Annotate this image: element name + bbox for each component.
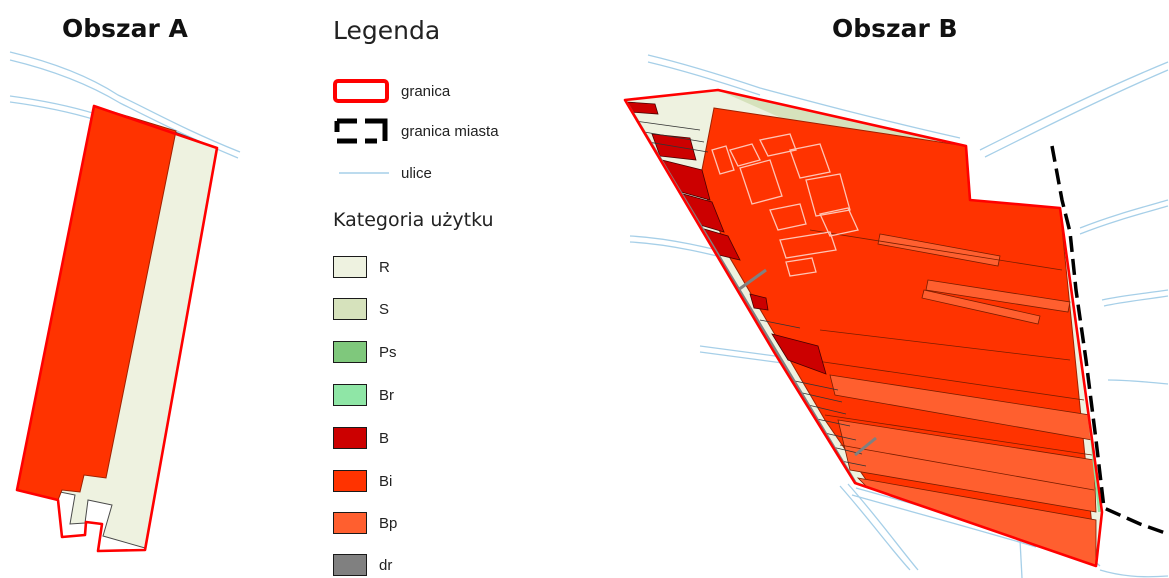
legend-label-ps: Ps: [379, 343, 397, 361]
street-line-icon: [333, 158, 389, 188]
legend-category-s: S: [333, 298, 389, 320]
area-b-map: [623, 54, 1169, 578]
swatch-bp: [333, 512, 367, 534]
map-legend: Legenda granica granica miasta ulice Kat…: [333, 16, 563, 576]
area-a-title: Obszar A: [62, 14, 188, 43]
legend-category-b: B: [333, 427, 389, 449]
legend-label-r: R: [379, 258, 390, 276]
legend-category-br: Br: [333, 384, 394, 406]
area-b-title: Obszar B: [832, 14, 958, 43]
legend-category-ps: Ps: [333, 341, 397, 363]
swatch-r: [333, 256, 367, 278]
legend-label-city-boundary: granica miasta: [401, 122, 499, 140]
parcels-bp: [829, 233, 1097, 566]
city-boundary-symbol-icon: [333, 116, 389, 146]
legend-category-title: Kategoria użytku: [333, 209, 494, 231]
building-outlines: [711, 133, 859, 277]
swatch-b: [333, 427, 367, 449]
parcel-lines-b: [809, 229, 1095, 491]
legend-symbol-streets: ulice: [333, 158, 432, 188]
legend-category-bp: Bp: [333, 512, 397, 534]
legend-category-r: R: [333, 256, 390, 278]
legend-category-dr: dr: [333, 554, 392, 576]
legend-label-b: B: [379, 429, 390, 447]
area-b-boundary: [623, 88, 1104, 568]
legend-label-streets: ulice: [401, 164, 432, 182]
legend-label-bp: Bp: [379, 514, 398, 532]
legend-label-br: Br: [379, 386, 394, 404]
swatch-ps: [333, 341, 367, 363]
legend-label-dr: dr: [379, 556, 393, 574]
legend-label-bi: Bi: [379, 472, 393, 490]
swatch-br: [333, 384, 367, 406]
swatch-bi: [333, 470, 367, 492]
legend-label-s: S: [379, 300, 390, 318]
legend-category-bi: Bi: [333, 470, 392, 492]
swatch-dr: [333, 554, 367, 576]
area-a-boundary: [15, 104, 219, 553]
legend-symbol-boundary: granica: [333, 76, 450, 106]
boundary-symbol-icon: [333, 76, 389, 106]
legend-label-boundary: granica: [401, 82, 451, 100]
area-a-map: [9, 51, 241, 553]
area-b-parcels: [625, 90, 1102, 566]
area-a-parcels: [15, 104, 219, 553]
swatch-s: [333, 298, 367, 320]
legend-title: Legenda: [333, 16, 441, 45]
city-boundary: [1050, 145, 1169, 536]
legend-symbol-city-boundary: granica miasta: [333, 116, 499, 146]
